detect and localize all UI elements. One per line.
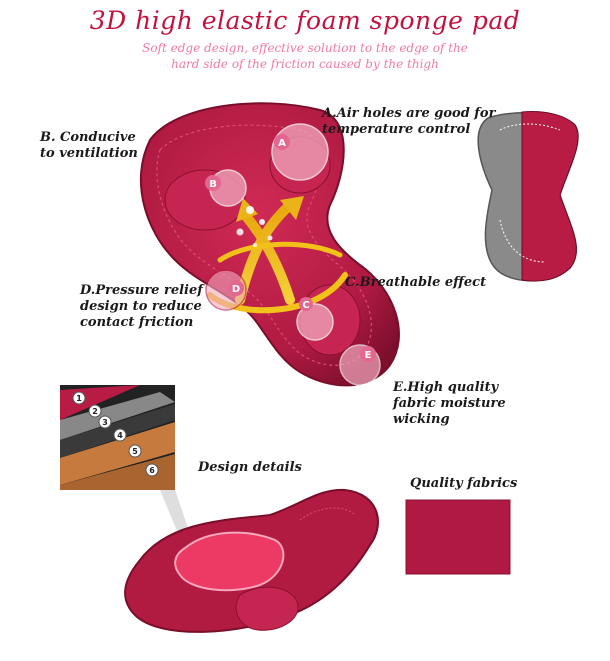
callout-d-label: D.Pressure relief design to reduce conta… [80,283,203,330]
svg-text:6: 6 [149,466,155,475]
svg-text:B: B [209,179,217,190]
side-pad-image [477,111,579,282]
bubble-d: D [205,269,247,311]
page-subtitle: Soft edge design, effective solution to … [142,41,468,71]
design-details-label: Design details [198,460,302,475]
quality-fabrics-label: Quality fabrics [410,476,518,491]
bottom-pad-image [124,488,379,633]
main-pad-image [139,102,400,387]
bubble-c: C [296,297,334,341]
bubble-e: E [339,344,381,386]
fabric-swatch [405,499,511,575]
svg-text:D: D [232,284,240,295]
svg-text:4: 4 [117,431,123,440]
callout-b-label: B. Conducive to ventilation [40,130,138,161]
layer-markers: 1 2 3 4 5 6 [72,391,159,477]
layers-image: 1 2 3 4 5 6 [60,385,195,550]
svg-text:A: A [278,138,286,149]
page-title: 3D high elastic foam sponge pad [89,6,521,35]
svg-text:2: 2 [92,407,98,416]
callout-e-label: E.High quality fabric moisture wicking [393,380,506,427]
svg-text:1: 1 [76,394,82,403]
bubble-a: A [271,123,329,181]
svg-text:C: C [302,300,309,311]
svg-text:5: 5 [132,447,138,456]
svg-text:E: E [365,350,372,361]
callout-a-label: A.Air holes are good for temperature con… [322,106,496,137]
svg-text:3: 3 [102,418,108,427]
callout-c-label: C.Breathable effect [345,275,487,290]
bubble-b: B [205,169,247,207]
